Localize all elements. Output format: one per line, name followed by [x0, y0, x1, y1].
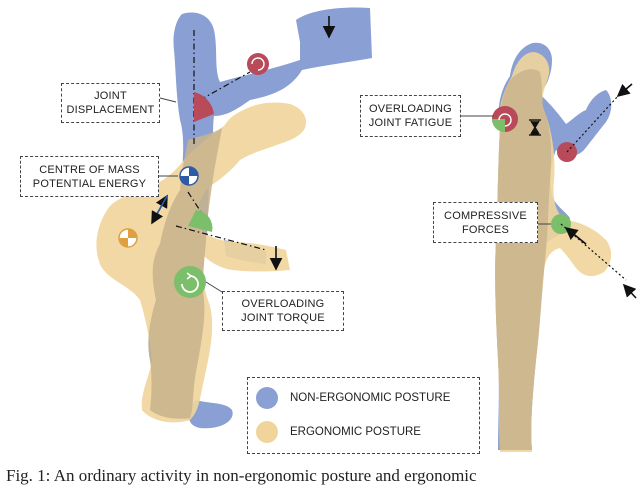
shoulder-fatigue-marker — [492, 106, 518, 132]
com-non-ergonomic-icon — [179, 166, 199, 186]
callout-line: OVERLOADING — [369, 103, 452, 115]
callout-joint-displacement: JOINT DISPLACEMENT — [61, 83, 160, 123]
callout-line: JOINT — [94, 90, 127, 102]
legend: NON-ERGONOMIC POSTURE ERGONOMIC POSTURE — [247, 377, 480, 454]
callout-line: OVERLOADING — [241, 298, 325, 310]
ergonomic-swatch — [256, 421, 278, 443]
right-overlap-region — [495, 69, 552, 451]
callout-overloading-joint-torque: OVERLOADING JOINT TORQUE — [222, 291, 344, 331]
right-force-arrows — [564, 83, 637, 299]
legend-label: NON-ERGONOMIC POSTURE — [290, 392, 451, 404]
com-ergonomic-icon — [118, 228, 138, 248]
callout-line: POTENTIAL ENERGY — [32, 177, 147, 190]
callout-overloading-joint-fatigue: OVERLOADING JOINT FATIGUE — [360, 95, 461, 137]
callout-line: FORCES — [461, 223, 510, 236]
callout-line: CENTRE OF MASS — [39, 163, 140, 176]
non-ergonomic-swatch — [256, 387, 278, 409]
left-load-arrows — [269, 16, 336, 271]
legend-item-non-ergonomic: NON-ERGONOMIC POSTURE — [256, 387, 450, 409]
legend-item-ergonomic: ERGONOMIC POSTURE — [256, 421, 421, 443]
hourglass-icon — [529, 119, 541, 136]
joint-displacement-wedge — [194, 92, 214, 122]
figure-caption: Fig. 1: An ordinary activity in non-ergo… — [6, 466, 477, 485]
callout-line: COMPRESSIVE — [444, 209, 527, 222]
com-displacement-arrow — [151, 194, 168, 225]
left-reference-lines — [175, 30, 267, 251]
knee-torque-marker — [174, 266, 206, 298]
callout-line: DISPLACEMENT — [66, 104, 155, 116]
right-callout-leaders — [461, 115, 551, 225]
shoulder-rotation-marker — [247, 53, 269, 75]
left-callout-leaders — [158, 97, 223, 293]
callout-line: JOINT FATIGUE — [368, 117, 453, 129]
legend-label: ERGONOMIC POSTURE — [290, 426, 421, 438]
hip-angle-wedge — [188, 210, 213, 232]
callout-line: JOINT TORQUE — [241, 312, 325, 324]
